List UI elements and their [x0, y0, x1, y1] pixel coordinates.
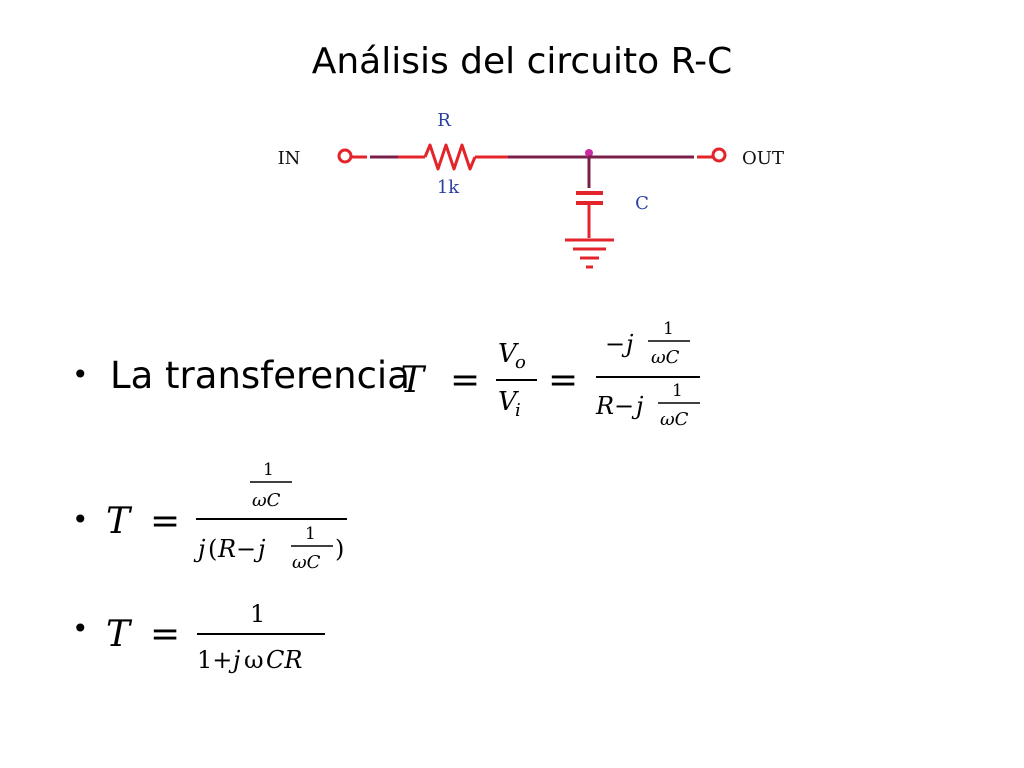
- b3-den-omega: ω: [244, 646, 264, 674]
- b1-den-omegac: ωC: [660, 409, 689, 430]
- label-in: IN: [278, 148, 301, 169]
- b1-equals-1: =: [450, 360, 480, 401]
- bullet-1-formula: T = V o V i = − j 1 ωC R − j 1 ωC: [400, 319, 700, 430]
- b2-num-omegac: ωC: [252, 490, 281, 511]
- resistor-symbol: [423, 143, 477, 171]
- b3-den-cr: CR: [266, 646, 302, 674]
- b1-vo-sub: o: [515, 352, 526, 373]
- b1-symbol-t: T: [400, 360, 427, 401]
- bullet-2-formula: T = 1 ωC j ( R − j 1 ωC ): [106, 460, 347, 573]
- b1-num-one: 1: [663, 319, 674, 339]
- b2-den-one: 1: [305, 524, 316, 544]
- b2-symbol-t: T: [106, 501, 133, 542]
- in-terminal: [337, 148, 353, 164]
- label-out: OUT: [742, 148, 784, 169]
- b2-den-j: j: [193, 535, 206, 563]
- label-c: C: [635, 193, 649, 214]
- bullet-1-marker: •: [72, 358, 89, 391]
- label-r-value: 1k: [437, 177, 460, 198]
- bullet-2-marker: •: [72, 503, 89, 536]
- bullet-3-formula: T = 1 1+ j ω CR: [106, 600, 325, 674]
- b1-den-minus: −: [614, 392, 634, 420]
- b1-den-one: 1: [672, 381, 683, 401]
- junction-node: [585, 149, 593, 157]
- b3-den-prefix: 1+: [197, 646, 232, 674]
- b1-den-r: R: [595, 392, 614, 420]
- rc-circuit-diagram: R 1k C IN OUT: [278, 110, 784, 269]
- b1-vi-sub: i: [515, 400, 521, 421]
- b2-equals: =: [150, 501, 180, 542]
- b2-den-r: R: [217, 535, 236, 563]
- b2-den-close: ): [335, 535, 344, 563]
- bullet-3-marker: •: [72, 612, 89, 645]
- b1-num-omegac: ωC: [651, 347, 680, 368]
- b2-den-open: (: [208, 535, 217, 563]
- b2-den-omegac: ωC: [292, 552, 321, 573]
- b2-den-minus: −: [236, 535, 256, 563]
- b1-equals-2: =: [548, 360, 578, 401]
- bullet-1-text: La transferencia: [110, 354, 410, 397]
- b1-vi: V: [498, 387, 519, 417]
- b1-vo: V: [498, 339, 519, 369]
- b3-symbol-t: T: [106, 614, 133, 655]
- b3-num-one: 1: [250, 600, 265, 628]
- b2-num-one: 1: [263, 460, 274, 480]
- slide-title: Análisis del circuito R-C: [311, 41, 733, 82]
- b1-num-minus: −: [605, 330, 625, 358]
- label-r: R: [437, 110, 451, 131]
- b3-equals: =: [150, 614, 180, 655]
- out-terminal: [711, 147, 727, 163]
